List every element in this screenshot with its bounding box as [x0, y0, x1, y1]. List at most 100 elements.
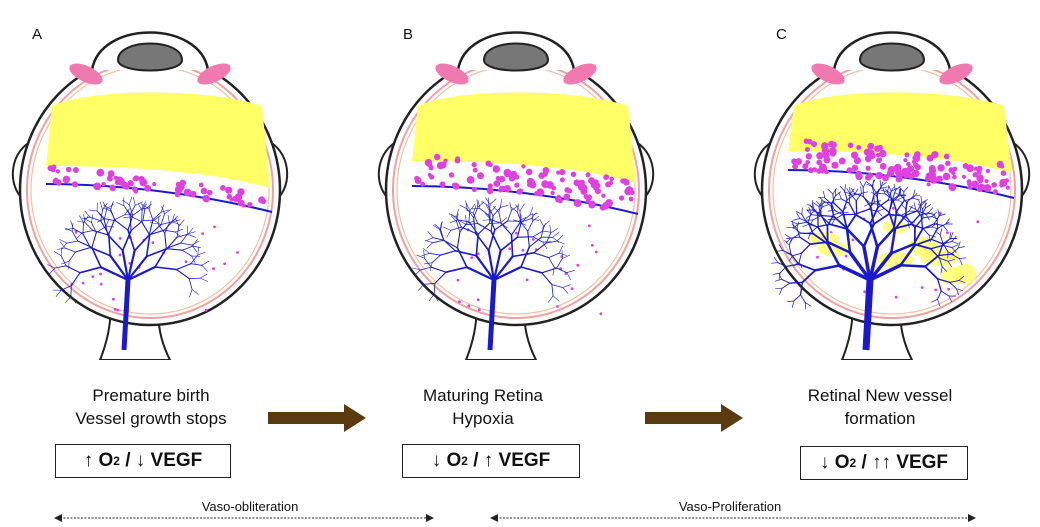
hypoxic-dot: [514, 183, 519, 188]
hypoxic-dot: [839, 158, 846, 165]
hypoxic-dot: [867, 143, 874, 150]
hypoxic-dot: [629, 197, 634, 202]
formula-box-c: ↓ O2 / ↑↑ VEGF: [800, 446, 968, 480]
retinal-vessel: [805, 303, 806, 310]
retinal-vessel: [771, 263, 778, 264]
hypoxic-dot: [944, 154, 950, 160]
hypoxic-dot: [586, 199, 591, 204]
retinal-vessel: [780, 288, 783, 294]
hypoxic-dot: [952, 175, 957, 180]
scattered-dot: [185, 260, 188, 263]
hypoxic-dot: [220, 185, 226, 191]
hypoxic-dot: [564, 187, 570, 193]
hypoxic-dot: [425, 159, 433, 167]
scattered-dot: [508, 247, 511, 250]
vegf-label-b: VEGF: [493, 450, 550, 472]
retinal-vessel: [792, 301, 794, 307]
hypoxic-dot: [485, 161, 491, 167]
scattered-dot: [522, 249, 525, 252]
hypoxic-dot: [449, 172, 454, 177]
scattered-dot: [852, 239, 855, 242]
hypoxic-dot: [904, 152, 909, 157]
hypoxic-dot: [101, 182, 105, 186]
vegf-label-c: VEGF: [891, 452, 948, 474]
scattered-dot: [976, 220, 979, 223]
formula-separator-a: /: [120, 450, 136, 472]
lens: [484, 44, 548, 71]
scattered-dot: [212, 267, 215, 270]
hypoxic-dot: [107, 175, 112, 180]
hypoxic-dot: [437, 162, 445, 170]
hypoxic-dot: [605, 182, 611, 188]
scattered-dot: [151, 241, 154, 244]
hypoxic-dot: [795, 158, 802, 165]
scattered-dot: [236, 251, 239, 254]
hypoxic-dot: [579, 183, 585, 189]
caption-a: Premature birth Vessel growth stops: [41, 384, 261, 430]
hypoxic-dot: [53, 178, 59, 184]
scattered-dot: [863, 290, 866, 293]
o2-subscript-b: 2: [461, 454, 468, 468]
scattered-dot: [895, 296, 898, 299]
hypoxic-dot: [865, 175, 871, 181]
hypoxic-dot: [56, 169, 60, 173]
formula-separator-c: /: [856, 452, 872, 474]
hypoxic-dot: [538, 172, 545, 179]
hypoxic-dot: [230, 197, 234, 201]
scattered-dot: [478, 308, 481, 311]
hypoxic-dot: [805, 147, 810, 152]
proliferation-span-arrow: [490, 512, 976, 524]
eye-illustration-c: [742, 0, 1040, 360]
retinal-vessel: [418, 284, 423, 290]
scattered-dot: [458, 300, 461, 303]
hypoxic-dot: [152, 182, 156, 186]
retinal-vessel: [775, 279, 781, 281]
o2-label-a: O: [98, 450, 113, 472]
scattered-dot: [470, 256, 473, 259]
hypoxic-dot: [824, 170, 829, 175]
vegf-arrow-b: ↑: [484, 450, 494, 472]
retinal-vessel: [805, 303, 811, 307]
caption-a-line1: Premature birth: [41, 384, 261, 407]
hypoxic-dot: [978, 179, 983, 184]
hypoxic-dot: [473, 168, 478, 173]
progression-arrow-1: [268, 404, 368, 432]
scattered-dot: [515, 232, 518, 235]
hypoxic-dot: [830, 151, 836, 157]
hypoxic-dot: [866, 166, 871, 171]
hypoxic-dot: [52, 165, 57, 170]
caption-a-line2: Vessel growth stops: [41, 407, 261, 430]
progression-arrow-2: [645, 404, 745, 432]
retinal-vessel: [856, 201, 857, 214]
retinal-vessel: [787, 301, 794, 302]
scattered-dot: [934, 289, 937, 292]
hypoxic-dot: [175, 192, 181, 198]
hypoxic-dot: [207, 190, 213, 196]
hypoxic-dot: [472, 162, 477, 167]
hypoxic-dot: [602, 202, 609, 209]
hypoxic-dot: [848, 143, 854, 149]
scattered-dot: [100, 283, 103, 286]
o2-arrow-a: ↑: [84, 450, 94, 472]
hypoxic-dot: [888, 166, 896, 174]
lens: [118, 44, 182, 71]
hypoxic-dot: [962, 175, 966, 179]
hypoxic-dot: [414, 176, 419, 181]
hypoxic-dot: [806, 153, 812, 159]
scattered-dot: [947, 288, 950, 291]
hypoxic-dot: [109, 185, 116, 192]
hypoxic-dot: [440, 181, 446, 187]
vegf-arrow-a: ↓: [136, 450, 146, 472]
hypoxic-dot: [876, 158, 882, 164]
hypoxic-dot: [247, 202, 252, 207]
hypoxic-dot: [805, 160, 810, 165]
scattered-dot: [82, 282, 85, 285]
scattered-dot: [99, 273, 102, 276]
hypoxic-dot: [808, 167, 814, 173]
hypoxic-dot: [876, 172, 883, 179]
hypoxic-dot: [571, 172, 577, 178]
scattered-dot: [532, 238, 535, 241]
scattered-dot: [845, 255, 848, 258]
hypoxic-dot: [592, 181, 599, 188]
scattered-dot: [213, 226, 216, 229]
